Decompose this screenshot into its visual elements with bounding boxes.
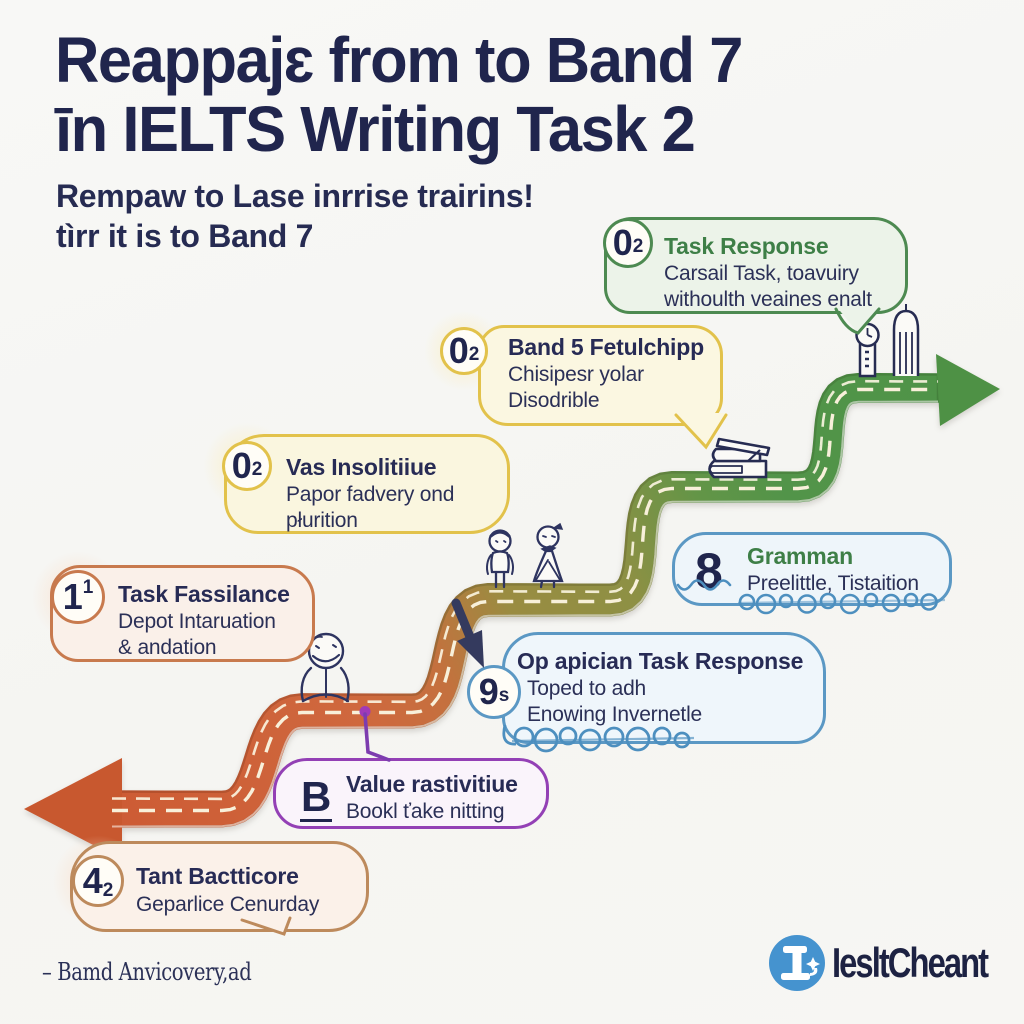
badge-number: 4 xyxy=(82,860,103,901)
callout-line: płurition xyxy=(286,509,358,532)
subtitle-line-2: tìrr it is to Band 7 xyxy=(56,218,314,254)
badge-number: 0 xyxy=(231,445,252,486)
callout-title: Op apician Task Response xyxy=(517,648,804,674)
badge-number: 8 xyxy=(695,543,723,599)
purple-connector xyxy=(359,706,391,762)
badge-number: 1 xyxy=(62,576,83,617)
badge-number-small: 2 xyxy=(468,343,480,365)
callout-line: withoulth veaines enalt xyxy=(664,288,872,311)
callout-title: Task Response xyxy=(664,233,829,259)
callout-band-5-fetulchipp: Band 5 Fetulchipp Chisipesr yolar Disodr… xyxy=(478,325,723,426)
badge-number: 0 xyxy=(612,222,633,263)
callout-line: Enowing Invernetle xyxy=(527,703,703,726)
callout-title: Gramman xyxy=(747,543,853,569)
callout-line: Depot Intaruation xyxy=(118,610,276,633)
callout-line: & andation xyxy=(118,636,217,659)
callout-task-response: Task Response Carsail Task, toavuiry wit… xyxy=(604,217,908,314)
callout-title: Tant Bactticore xyxy=(136,863,299,889)
man-figure xyxy=(486,529,514,589)
down-arrow xyxy=(451,598,484,668)
badge-number-small: 2 xyxy=(632,235,644,257)
badge-letter: B xyxy=(300,773,333,822)
badge-number-small: 2 xyxy=(251,458,263,480)
badge-number: 0 xyxy=(448,330,469,371)
callout-line: Papor fadvery ond xyxy=(286,483,455,506)
tower-icon xyxy=(892,304,920,376)
brand-logo-icon xyxy=(769,935,825,991)
callout-line: Chisipesr yolar xyxy=(508,363,644,386)
callout-gramman: Gramman Preelittle, Tistaition 8 xyxy=(672,532,952,606)
callout-vas-insolitiiue: Vas Insolitiiue Papor fadvery ond płurit… xyxy=(224,434,510,534)
brand-name: IesltCheant xyxy=(832,939,989,986)
callout-title: Value rastivitiue xyxy=(346,771,518,797)
woman-figure xyxy=(532,522,564,589)
callout-line: Bookl ťake nitting xyxy=(346,800,505,823)
right-arrowhead xyxy=(936,354,1000,426)
callout-line: Preelittle, Tistaition xyxy=(747,572,919,595)
callout-line: Toped to adh xyxy=(527,677,647,700)
badge-number: 9 xyxy=(478,671,499,712)
callout-line: Disodrible xyxy=(508,389,600,412)
callout-title: Task Fassilance xyxy=(118,581,290,607)
callout-title: Vas Insolitiiue xyxy=(286,454,437,480)
badge-number-small: 2 xyxy=(102,880,114,901)
page-title: Reappajɛ from to Band 7 īn IELTS Writing… xyxy=(55,24,743,165)
callout-op-apician: Op apician Task Response Toped to adh En… xyxy=(502,632,826,744)
clock-tower-icon xyxy=(855,322,880,378)
page-subtitle: Rempaw to Lase inrrise trairins! tìrr it… xyxy=(56,176,534,256)
callout-title: Band 5 Fetulchipp xyxy=(508,334,704,360)
callout-line: Geparlice Cenurday xyxy=(136,893,320,916)
books-icon xyxy=(708,437,771,479)
title-line-2: īn IELTS Writing Task 2 xyxy=(55,93,696,165)
badge-number-small: s xyxy=(498,684,510,706)
callout-value-rastivitiue: Value rastivitiue Bookl ťake nitting B xyxy=(273,758,549,829)
badge-number-small: 1 xyxy=(82,577,94,598)
callout-line: Carsail Task, toavuiry xyxy=(664,262,859,285)
credit-text: – Bamd Anvicovery,ad xyxy=(42,957,252,986)
subtitle-line-1: Rempaw to Lase inrrise trairins! xyxy=(56,178,534,214)
title-line-1: Reappajɛ from to Band 7 xyxy=(55,24,743,96)
